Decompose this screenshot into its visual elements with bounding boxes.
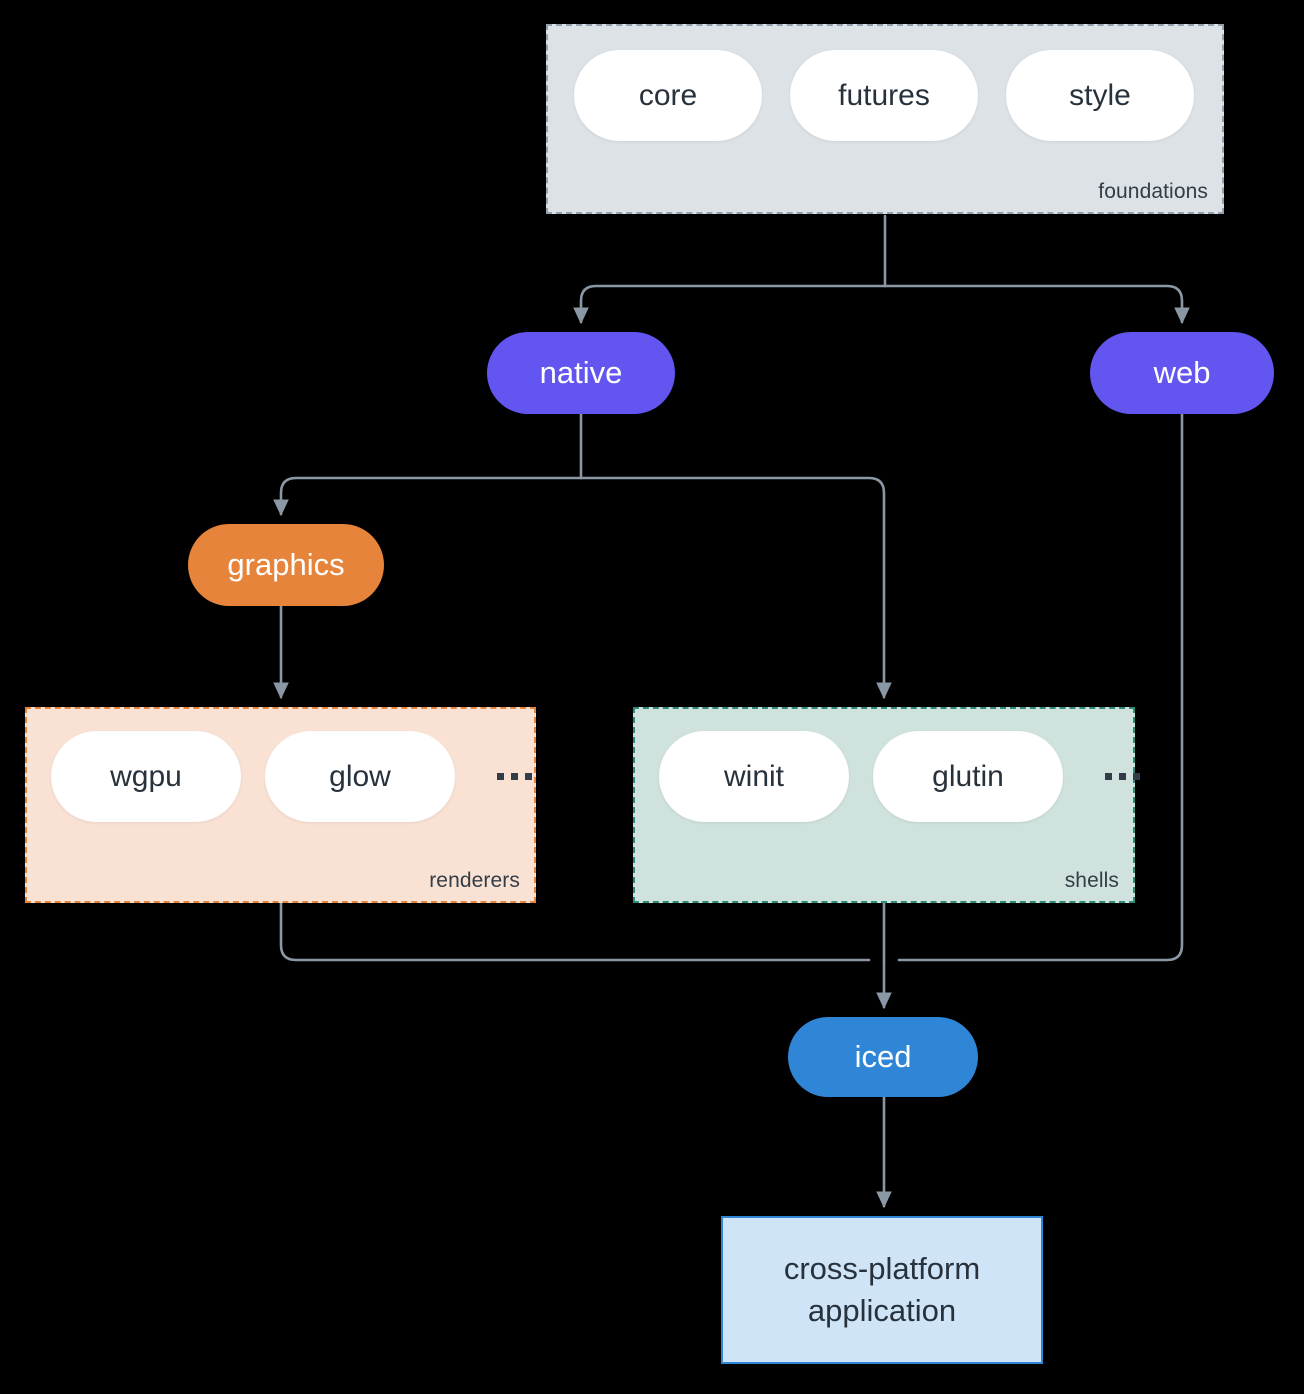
renderers-ellipsis-icon	[497, 773, 532, 780]
pill-style-label: style	[1069, 78, 1131, 112]
pill-core[interactable]: core	[574, 50, 762, 141]
shells-pill-row: winit glutin	[659, 731, 1140, 822]
edge-native-graphics	[273, 476, 583, 517]
group-foundations-label: foundations	[1098, 180, 1208, 203]
node-web-label: web	[1153, 355, 1211, 390]
edge-native-shells	[579, 476, 892, 700]
group-shells[interactable]: winit glutin shells	[633, 707, 1140, 903]
pill-winit[interactable]: winit	[659, 731, 849, 822]
pill-glutin-label: glutin	[932, 759, 1004, 793]
pill-wgpu[interactable]: wgpu	[51, 731, 241, 822]
pill-winit-label: winit	[723, 759, 784, 793]
pill-futures-label: futures	[838, 78, 930, 112]
node-graphics[interactable]: graphics	[188, 524, 384, 606]
group-renderers[interactable]: wgpu glow renderers	[25, 707, 536, 903]
group-shells-label: shells	[1064, 869, 1119, 892]
application-label-line1: cross-platform	[783, 1251, 981, 1287]
node-native[interactable]: native	[487, 332, 675, 414]
pill-glow[interactable]: glow	[265, 731, 455, 822]
foundations-pill-row: core futures style	[574, 50, 1194, 141]
node-iced-label: iced	[854, 1039, 912, 1074]
pill-glow-label: glow	[329, 759, 391, 793]
shells-ellipsis-icon	[1105, 773, 1140, 780]
edge-foundations-web	[883, 284, 1190, 325]
group-foundations[interactable]: core futures style foundations	[546, 24, 1224, 214]
node-cross-platform-application[interactable]: cross-platform application	[721, 1216, 1043, 1364]
node-native-label: native	[539, 355, 623, 390]
group-renderers-label: renderers	[429, 869, 520, 892]
pill-style[interactable]: style	[1006, 50, 1194, 141]
pill-glutin[interactable]: glutin	[873, 731, 1063, 822]
pill-futures[interactable]: futures	[790, 50, 978, 141]
pill-wgpu-label: wgpu	[110, 759, 182, 793]
edge-renderers-iced	[279, 901, 871, 962]
application-label-line2: application	[807, 1293, 957, 1328]
node-graphics-label: graphics	[227, 547, 345, 582]
node-iced[interactable]: iced	[788, 1017, 978, 1097]
renderers-pill-row: wgpu glow	[51, 731, 532, 822]
edge-foundations-native	[573, 284, 887, 325]
node-web[interactable]: web	[1090, 332, 1274, 414]
pill-core-label: core	[638, 78, 698, 112]
